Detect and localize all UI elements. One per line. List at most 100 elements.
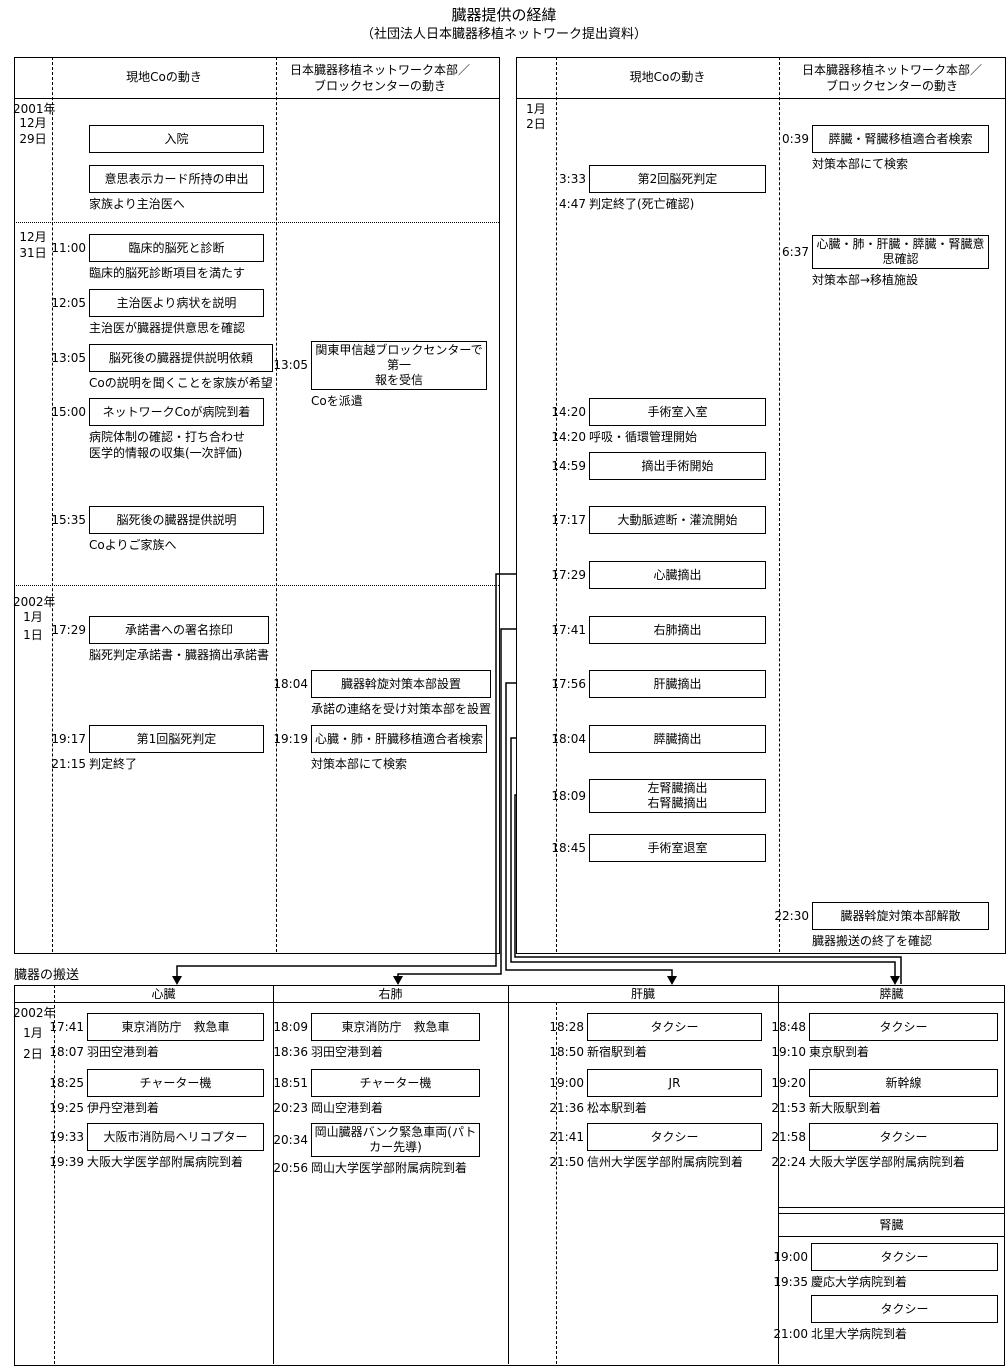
leg-vehicle-box: チャーター機 [87, 1069, 264, 1097]
event-box: 意思表示カード所持の申出 [89, 165, 264, 193]
leg-arrive-time: 19:10 [771, 1045, 806, 1059]
transport-leg: 19:00 JR 21:36 松本駅到着 [548, 1069, 762, 1116]
transport-header-liver: 肝臓 [630, 987, 655, 1001]
leg-arrive-note: 羽田空港到着 [311, 1045, 384, 1059]
transport-leg: 18:25 チャーター機 19:25 伊丹空港到着 [48, 1069, 264, 1116]
event-condition-explained: 12:05 主治医より病状を説明 主治医が臓器提供意思を確認 [50, 289, 264, 336]
event-box: 主治医より病状を説明 [89, 289, 264, 317]
event-time: 15:35 [51, 512, 86, 527]
event-donation-explanation: 15:35 脳死後の臓器提供説明 Coよりご家族へ [50, 506, 264, 553]
leg-arrive-note: 慶応大学病院到着 [811, 1275, 908, 1289]
leg-arrive-note: 東京駅到着 [809, 1045, 870, 1059]
event-surgery-start: 14:59 摘出手術開始 [550, 452, 766, 480]
event-time: 17:41 [551, 622, 586, 637]
leg-arrive-time: 21:50 [549, 1155, 584, 1169]
event-right-lung-removal: 17:41 右肺摘出 [550, 616, 766, 644]
date-2002-year: 2002年 [13, 595, 56, 609]
leg-vehicle-box: タクシー [809, 1123, 998, 1151]
leg-arrive-time: 18:50 [549, 1045, 584, 1059]
left-local-co-header: 現地Coの動き [126, 70, 202, 84]
left-date-divider [52, 57, 53, 952]
leg-vehicle-box: タクシー [809, 1013, 998, 1041]
event-consent-signature: 17:29 承諾書への署名捺印 脳死判定承諾書・臓器摘出承諾書 [50, 616, 270, 663]
event-note: 判定終了(死亡確認) [589, 197, 695, 211]
leg-arrive-note: 新宿駅到着 [587, 1045, 648, 1059]
date-2001-year: 2001年 [13, 102, 56, 116]
left-network-header: 日本臓器移植ネットワーク本部／ ブロックセンターの動き [262, 63, 498, 94]
leg-arrive-time: 21:36 [549, 1101, 584, 1115]
event-box: 第1回脳死判定 [89, 725, 264, 753]
event-box: 臨床的脳死と診断 [89, 234, 264, 262]
event-box: 心臓・肺・肝臓移植適合者検索 [311, 725, 487, 753]
date-january: 1月 [526, 102, 546, 116]
transport-time-divider-liver [556, 1002, 557, 1364]
transport-leg: 19:00 タクシー 19:35 慶応大学病院到着 [772, 1243, 998, 1290]
leg-vehicle-box: タクシー [811, 1243, 998, 1271]
leg-arrive-note: 羽田空港到着 [87, 1045, 160, 1059]
event-box: 右肺摘出 [589, 616, 766, 644]
leg-arrive-note: 岡山空港到着 [311, 1101, 384, 1115]
event-pancreas-removal: 18:04 膵臓摘出 [550, 725, 766, 753]
event-clinical-brain-death: 11:00 臨床的脳死と診断 臨床的脳死診断項目を満たす [50, 234, 264, 281]
event-note: 承諾の連絡を受け対策本部を設置 [311, 702, 492, 716]
transport-date-month: 1月 [23, 1026, 43, 1040]
event-note: 対策本部にて検索 [812, 157, 909, 171]
transport-section-title: 臓器の搬送 [14, 968, 80, 983]
event-first-brain-death-test: 19:17 第1回脳死判定 21:15 判定終了 [50, 725, 264, 772]
event-note: 臓器搬送の終了を確認 [812, 934, 933, 948]
event-heart-removal: 17:29 心臓摘出 [550, 561, 766, 589]
event-kidney-removal: 18:09 左腎臓摘出 右腎臓摘出 [550, 779, 766, 813]
event-note2: 医学的情報の収集(一次評価) [89, 446, 243, 460]
leg-arrive-time: 22:24 [771, 1155, 806, 1169]
event-time: 19:19 [273, 731, 308, 746]
event-note: 判定終了 [89, 757, 138, 771]
leg-arrive-time: 19:25 [49, 1101, 84, 1115]
event-time: 17:29 [51, 622, 86, 637]
leg-arrive-time: 20:23 [273, 1101, 308, 1115]
transport-header-heart: 心臓 [151, 987, 176, 1001]
date-2: 2日 [526, 117, 546, 131]
event-time: 13:05 [51, 350, 86, 365]
event-recipient-search-2: 0:39 膵臓・腎臓移植適合者検索 対策本部にて検索 [773, 125, 989, 172]
event-note: 家族より主治医へ [89, 197, 185, 211]
leg-depart-time: 18:25 [49, 1075, 84, 1090]
event-note: 脳死判定承諾書・臓器摘出承諾書 [89, 648, 270, 662]
event-time: 17:56 [551, 676, 586, 691]
event-time: 14:20 [551, 404, 586, 419]
leg-depart-time: 19:00 [549, 1075, 584, 1090]
leg-depart-time: 19:00 [773, 1249, 808, 1264]
event-box: 手術室入室 [589, 398, 766, 426]
leg-vehicle-box: 岡山臓器バンク緊急車両(パトカー先導) [311, 1123, 480, 1157]
event-note: 対策本部→移植施設 [812, 273, 919, 287]
event-note: 臨床的脳死診断項目を満たす [89, 266, 246, 280]
leg-arrive-time: 20:56 [273, 1161, 308, 1175]
right-network-header: 日本臓器移植ネットワーク本部／ ブロックセンターの動き [779, 63, 1005, 94]
transport-leg: 19:20 新幹線 21:53 新大阪駅到着 [770, 1069, 998, 1116]
event-box: 心臓・肺・肝臓・膵臓・腎臓意思確認 [812, 235, 989, 269]
event-box: 大動脈遮断・灌流開始 [589, 506, 766, 534]
leg-depart-time: 18:28 [549, 1019, 584, 1034]
event-box: 脳死後の臓器提供説明 [89, 506, 264, 534]
transport-date-divider [54, 985, 55, 1364]
event-admission: 入院 [50, 125, 264, 153]
leg-arrive-note: 松本駅到着 [587, 1101, 648, 1115]
date-31: 31日 [19, 246, 47, 260]
event-box: ネットワークCoが病院到着 [89, 398, 264, 426]
event-time: 18:04 [273, 676, 308, 691]
network-header-line2: ブロックセンターの動き [313, 78, 446, 93]
date-january: 1月 [23, 610, 43, 624]
left-header-divider [14, 98, 499, 99]
leg-depart-time: 21:58 [771, 1129, 806, 1144]
date-1: 1日 [23, 628, 43, 642]
transport-leg: 18:28 タクシー 18:50 新宿駅到着 [548, 1013, 762, 1060]
event-box: 心臓摘出 [589, 561, 766, 589]
event-time: 17:29 [551, 567, 586, 582]
event-time: 18:45 [551, 840, 586, 855]
event-box: 臓器斡旋対策本部解散 [812, 902, 989, 930]
transport-header-right-lung: 右肺 [378, 987, 403, 1001]
transport-leg: 19:33 大阪市消防局ヘリコプター 19:39 大阪大学医学部附属病院到着 [48, 1123, 264, 1170]
event-time: 6:37 [782, 244, 809, 259]
leg-depart-time: 18:48 [771, 1019, 806, 1034]
event-box: 膵臓摘出 [589, 725, 766, 753]
leg-arrive-note: 新大阪駅到着 [809, 1101, 882, 1115]
